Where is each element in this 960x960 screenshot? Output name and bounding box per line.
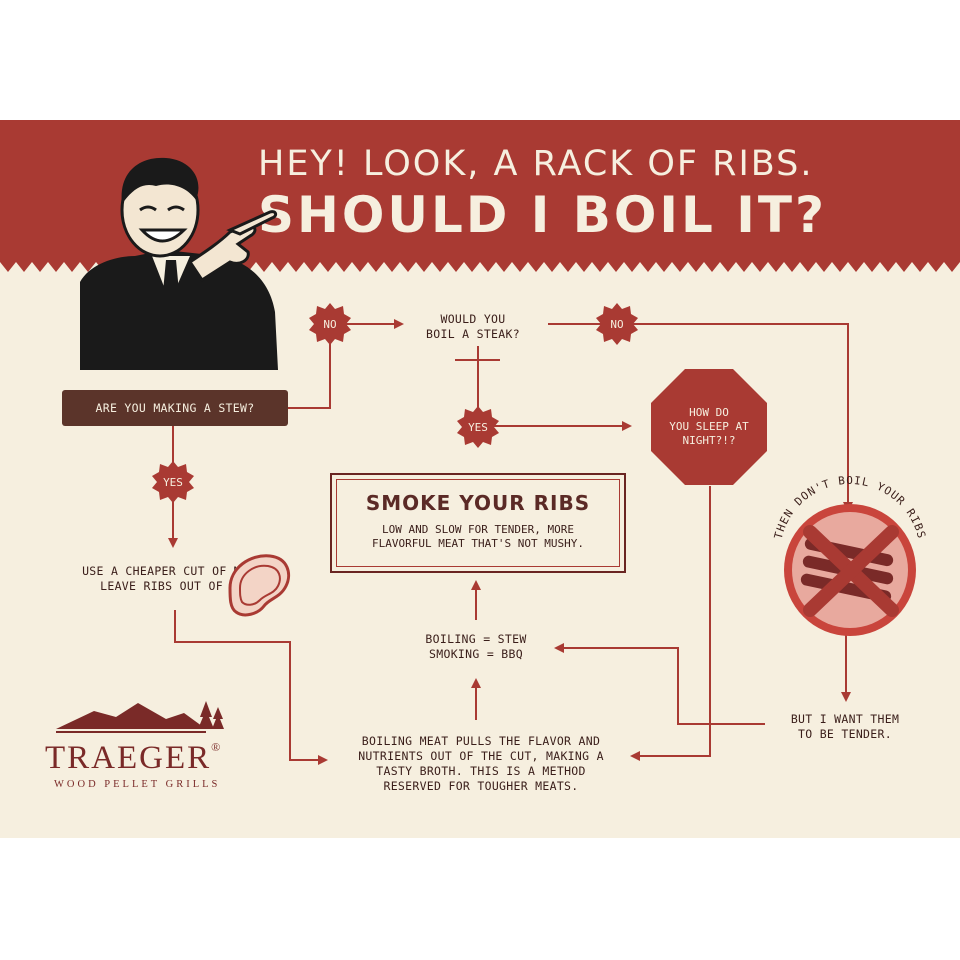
smoke-ribs-title: SMOKE YOUR RIBS bbox=[365, 491, 591, 515]
stop-sign-icon bbox=[651, 369, 767, 485]
no-badge-1-label: NO bbox=[323, 317, 337, 331]
mountain-logo-icon bbox=[56, 701, 224, 733]
traeger-tagline: WOOD PELLET GRILLS bbox=[54, 779, 221, 790]
yes-badge-1-label: YES bbox=[163, 475, 183, 489]
smoke-ribs-box: SMOKE YOUR RIBS LOW AND SLOW FOR TENDER,… bbox=[330, 473, 626, 573]
header-title-line2: SHOULD I BOIL IT? bbox=[258, 186, 827, 244]
yes-badge-2: YES bbox=[456, 405, 500, 449]
traeger-logo-wordmark: TRAEGER bbox=[45, 740, 212, 776]
sleep-question-text: HOW DO YOU SLEEP AT NIGHT?!? bbox=[669, 406, 749, 447]
steak-question: WOULD YOU BOIL A STEAK? bbox=[426, 312, 520, 341]
header-title-line1: HEY! LOOK, A RACK OF RIBS. bbox=[258, 144, 814, 184]
yes-badge-2-label: YES bbox=[468, 420, 488, 434]
boiling-smoking-equation: BOILING = STEW SMOKING = BBQ bbox=[425, 632, 527, 661]
start-question-text: ARE YOU MAKING A STEW? bbox=[95, 401, 255, 415]
smoke-ribs-inner-border bbox=[336, 479, 620, 567]
traeger-registered-mark: ® bbox=[211, 740, 223, 754]
infographic-panel: HEY! LOOK, A RACK OF RIBS. SHOULD I BOIL… bbox=[0, 120, 960, 838]
starburst-badge-icon bbox=[596, 303, 638, 345]
ribs-crossed-icon: THEN DON'T BOIL YOUR RIBS bbox=[772, 474, 927, 636]
no-badge-2: NO bbox=[595, 302, 639, 346]
start-question-box: ARE YOU MAKING A STEW? bbox=[62, 390, 288, 426]
starburst-badge-icon bbox=[309, 303, 351, 345]
starburst-badge-icon bbox=[457, 406, 499, 448]
no-badge-2-label: NO bbox=[610, 317, 624, 331]
yes-badge-1: YES bbox=[151, 460, 195, 504]
starburst-badge-icon bbox=[152, 461, 194, 503]
mascot-man-illustration bbox=[80, 157, 278, 370]
sleep-question: HOW DO YOU SLEEP AT NIGHT?!? bbox=[650, 368, 768, 486]
no-badge-1: NO bbox=[308, 302, 352, 346]
tender-text: BUT I WANT THEM TO BE TENDER. bbox=[790, 712, 900, 741]
boiling-explanation: BOILING MEAT PULLS THE FLAVOR AND NUTRIE… bbox=[358, 734, 604, 793]
traeger-logo-name: TRAEGER® bbox=[45, 740, 222, 777]
smoke-ribs-subtitle: LOW AND SLOW FOR TENDER, MORE FLAVORFUL … bbox=[372, 523, 584, 550]
steak-icon bbox=[228, 554, 291, 617]
